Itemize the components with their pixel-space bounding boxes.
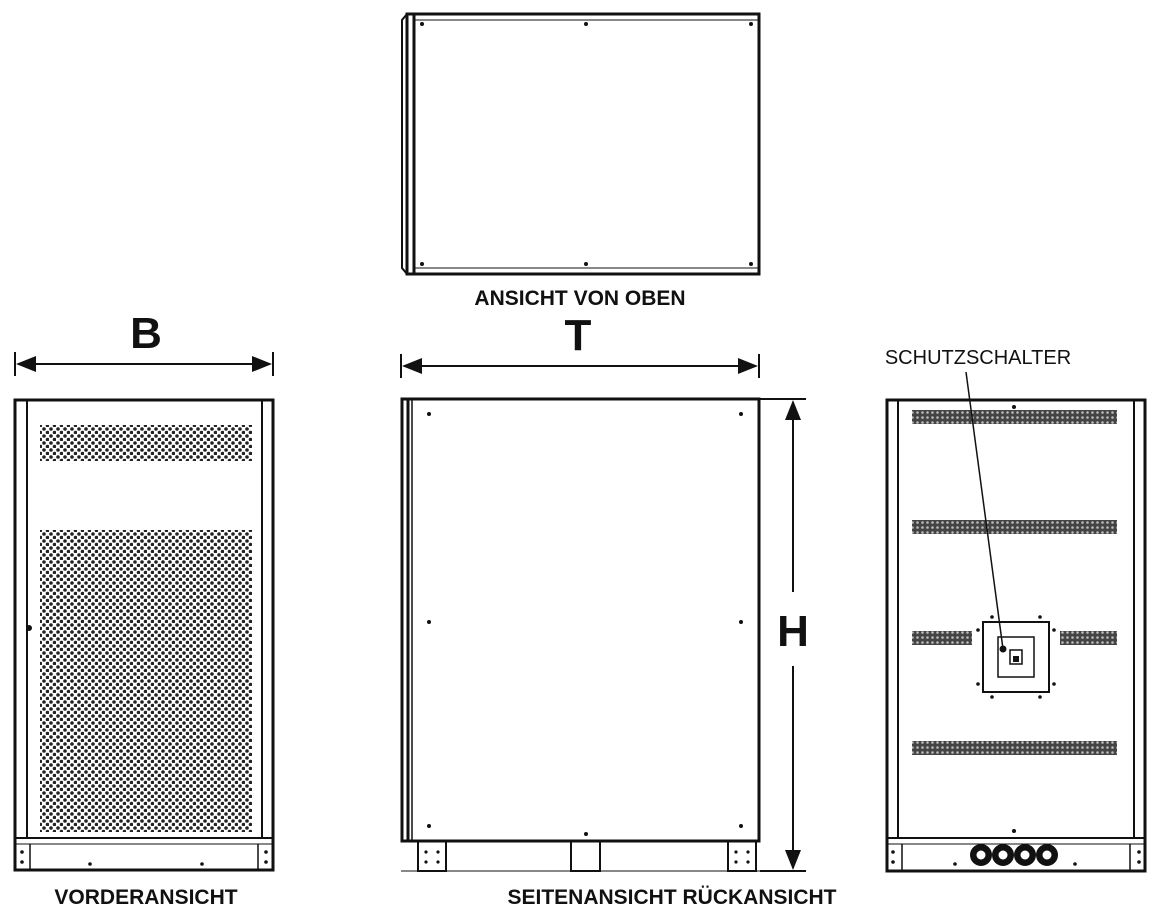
rear-vent-3-left (912, 631, 972, 645)
side-view: T H (400, 311, 809, 872)
height-dimension-label: H (777, 607, 809, 656)
side-rear-view-caption: SEITENANSICHT RÜCKANSICHT (507, 886, 836, 909)
power-sockets (970, 844, 1058, 866)
width-dimension-label: B (130, 309, 162, 358)
breaker-leader-line (965, 371, 1004, 650)
top-view-caption: ANSICHT VON OBEN (474, 287, 685, 310)
depth-dimension-label: T (565, 311, 592, 360)
rear-vent-4 (912, 741, 1117, 755)
front-view: B (13, 309, 275, 872)
breaker-callout-label: SCHUTZSCHALTER (885, 347, 1071, 369)
rear-vent-2 (912, 520, 1117, 534)
rear-view (885, 398, 1147, 873)
front-vent-lower (40, 530, 252, 832)
front-view-caption: VORDERANSICHT (54, 886, 237, 909)
rear-vent-1 (912, 410, 1117, 424)
front-vent-upper (40, 425, 252, 461)
top-view (401, 12, 761, 276)
rear-vent-3-right (1060, 631, 1117, 645)
circuit-breaker-panel (976, 615, 1056, 699)
